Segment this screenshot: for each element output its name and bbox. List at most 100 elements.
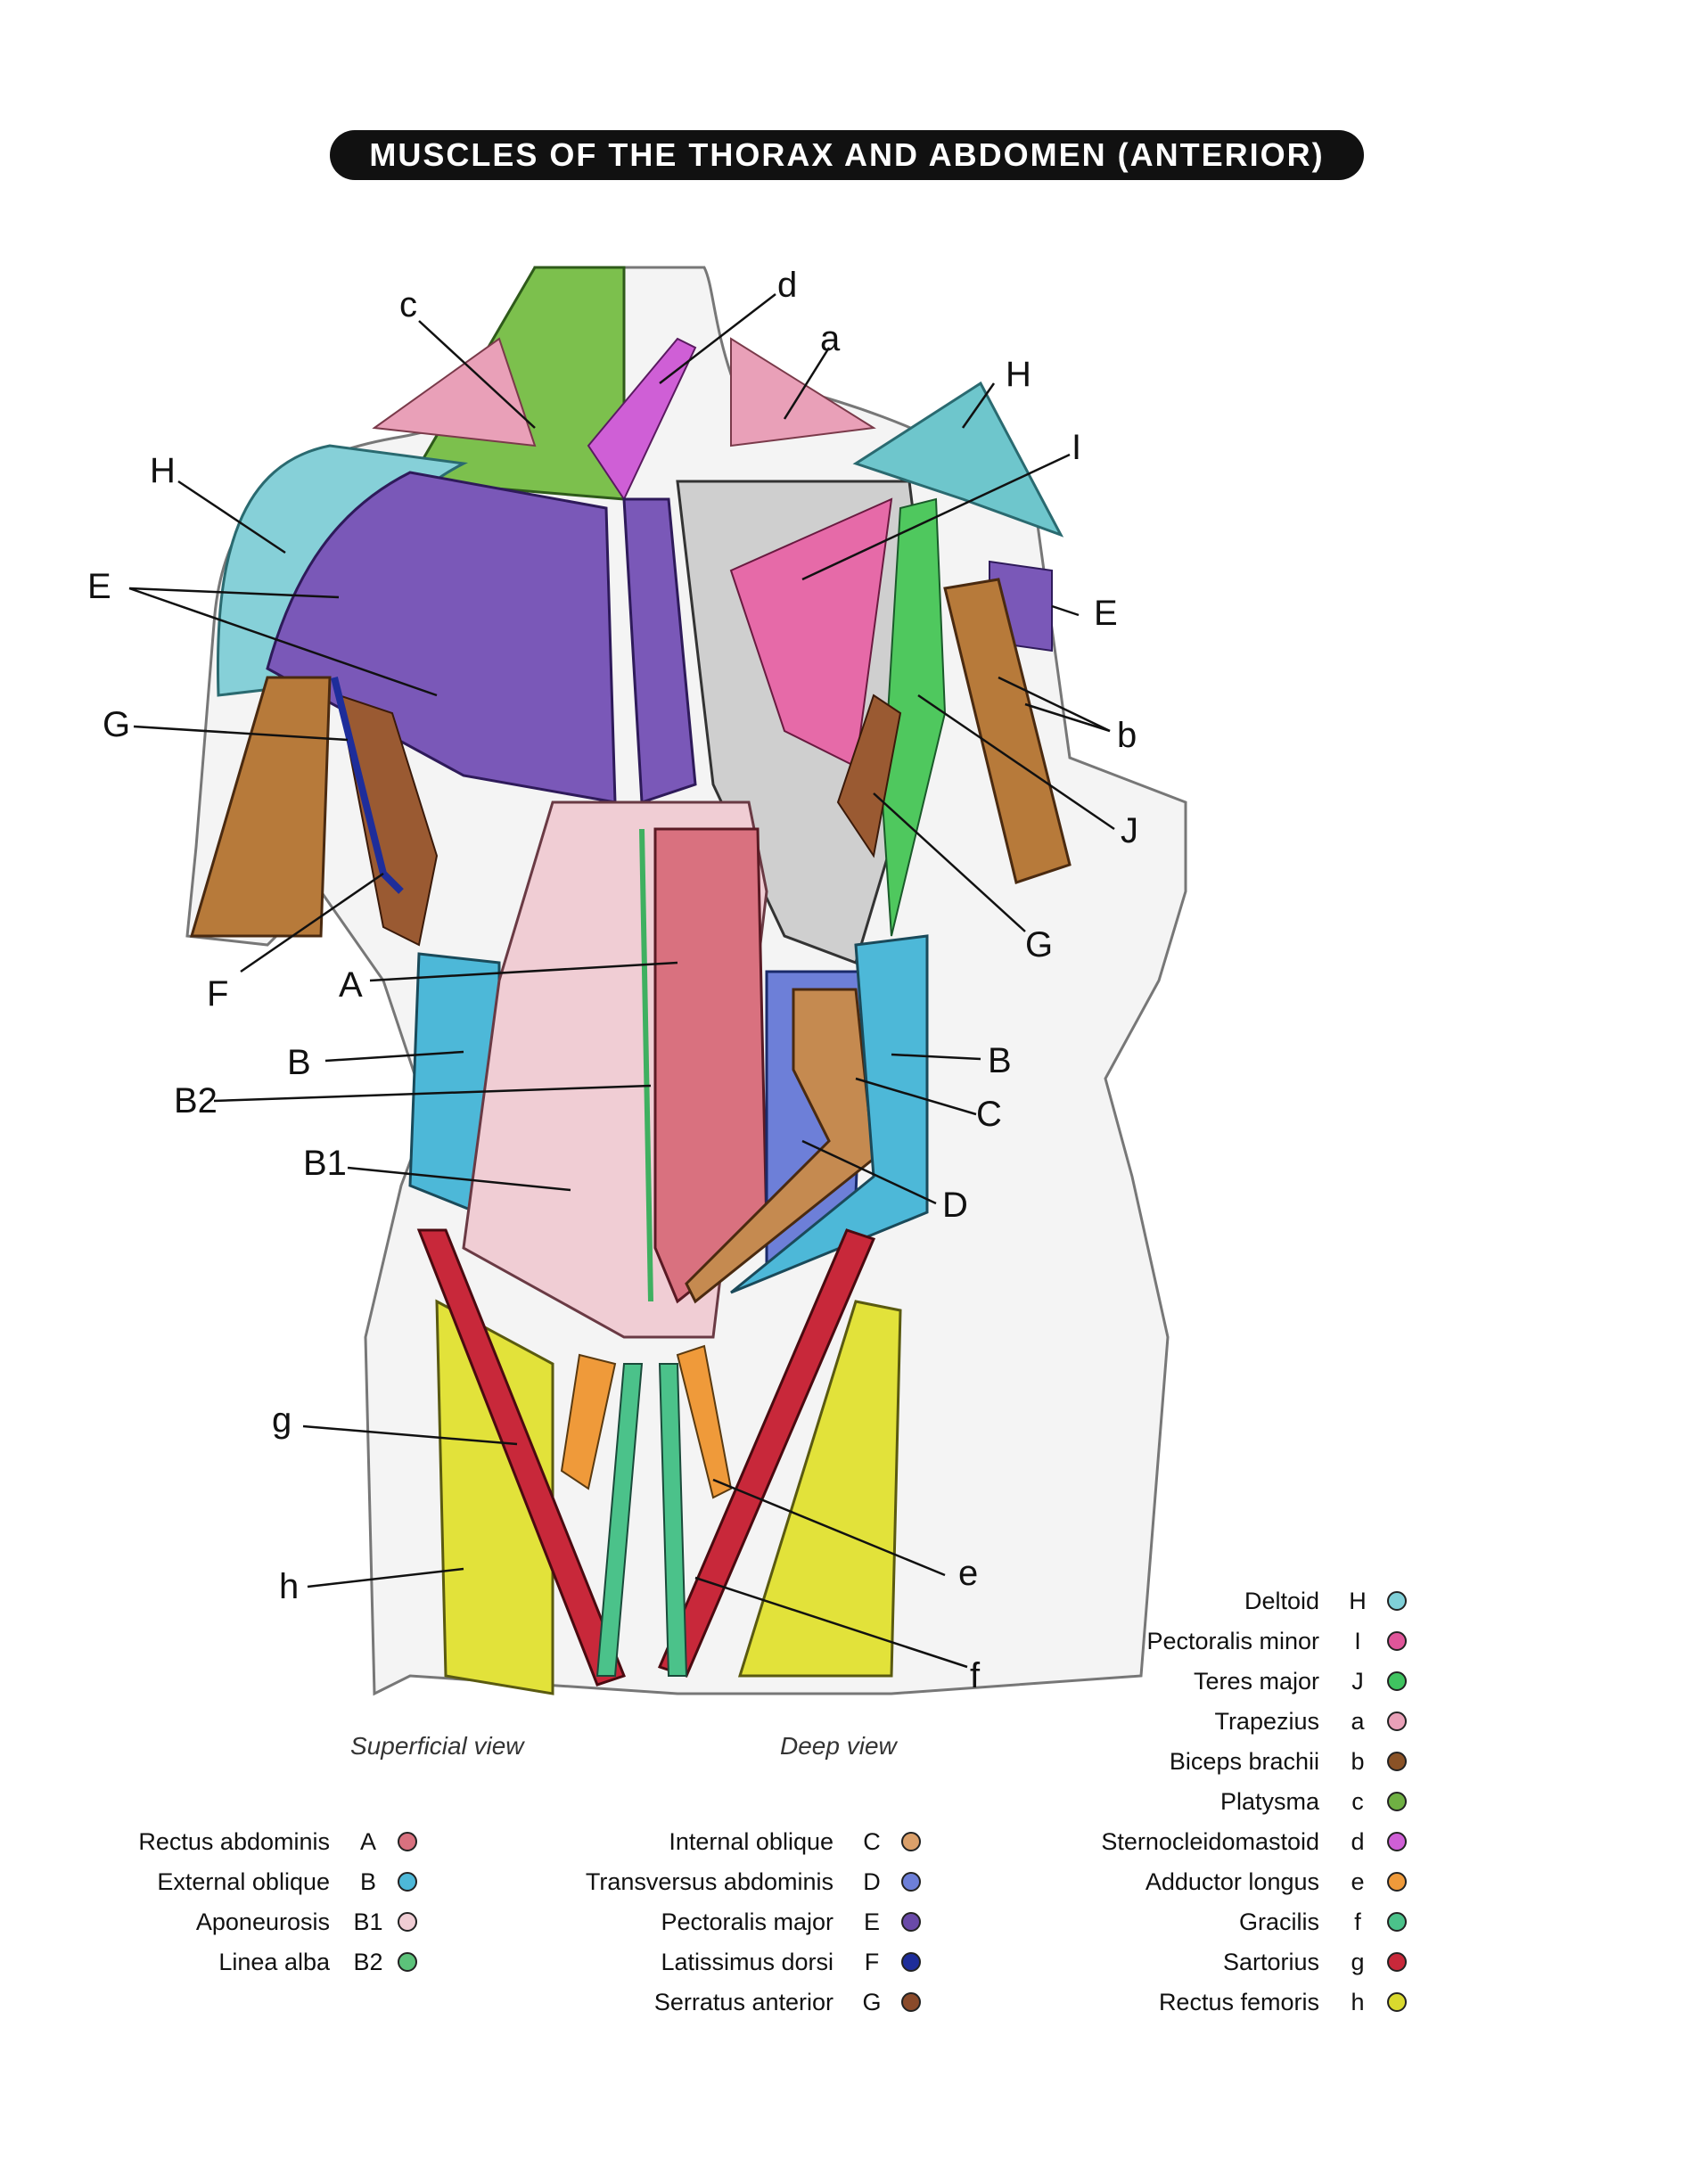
callout-D: D — [942, 1186, 968, 1225]
biceps-left-shape — [189, 676, 332, 938]
legend-color-swatch — [901, 1992, 921, 2012]
legend-muscle-name: Rectus abdominis — [138, 1827, 330, 1855]
legend-letter: J — [1351, 1667, 1364, 1695]
legend-row: Rectus abdominis A — [62, 1826, 417, 1858]
legend-color-swatch — [398, 1872, 417, 1892]
legend-muscle-name: Rectus femoris — [1158, 1988, 1319, 2015]
legend-muscle-name: Sartorius — [1222, 1948, 1319, 1975]
adductor-longus-left-shape — [560, 1353, 617, 1490]
legend-letter: B2 — [353, 1948, 383, 1975]
callout-h: h — [279, 1567, 300, 1606]
legend-color-swatch — [398, 1952, 417, 1972]
callout-d: d — [777, 266, 798, 305]
internal-oblique-shape — [685, 988, 875, 1304]
callout-C: C — [976, 1095, 1002, 1134]
callout-J: J — [1121, 811, 1138, 850]
callout-H-left: H — [150, 451, 176, 490]
legend-color-swatch — [1387, 1872, 1407, 1892]
legend-letter: h — [1351, 1988, 1365, 2015]
legend-row: Linea alba B2 — [62, 1946, 417, 1978]
biceps-right-shape — [943, 578, 1072, 884]
rectus-femoris-right-shape — [737, 1300, 902, 1678]
callout-b: b — [1117, 716, 1137, 755]
legend-row: Adductor longus e — [1025, 1866, 1407, 1898]
callout-F: F — [207, 974, 229, 1014]
pectoralis-major-right-shape — [622, 497, 697, 805]
legend-letter: D — [863, 1867, 881, 1895]
legend-muscle-name: Serratus anterior — [653, 1988, 833, 2015]
legend-muscle-name: Biceps brachii — [1169, 1747, 1319, 1775]
legend-letter: E — [863, 1908, 880, 1935]
serratus-left-shape — [337, 694, 439, 947]
legend-row: Sartorius g — [1025, 1946, 1407, 1978]
callout-B-left: B — [287, 1043, 311, 1082]
trapezius-left-shape — [372, 337, 537, 447]
legend-row: Transversus abdominis D — [513, 1866, 921, 1898]
leader-lines — [128, 293, 1115, 1669]
callout-e: e — [958, 1554, 979, 1593]
legend-color-swatch — [1387, 1832, 1407, 1851]
legend-letter: e — [1351, 1867, 1365, 1895]
callout-A: A — [339, 965, 363, 1005]
legend-color-swatch — [398, 1832, 417, 1851]
legend-color-swatch — [901, 1912, 921, 1932]
callout-E-left: E — [87, 567, 111, 606]
legend-muscle-name: Teres major — [1193, 1667, 1319, 1695]
deep-view-caption: Deep view — [780, 1732, 897, 1760]
legend-muscle-name: Pectoralis minor — [1146, 1627, 1319, 1654]
callout-a: a — [820, 319, 841, 358]
legend-color-swatch — [1387, 1952, 1407, 1972]
callout-B1: B1 — [303, 1144, 347, 1183]
callout-g: g — [272, 1400, 292, 1440]
callout-E-right: E — [1094, 594, 1118, 633]
external-oblique-right-shape — [730, 934, 929, 1294]
legend-letter: H — [1349, 1587, 1367, 1614]
callout-H-right: H — [1006, 355, 1031, 394]
legend-muscle-name: Adductor longus — [1145, 1867, 1319, 1895]
legend-letter: B — [359, 1867, 376, 1895]
legend-letter: g — [1351, 1948, 1365, 1975]
legend-color-swatch — [901, 1832, 921, 1851]
legend-row: Biceps brachii b — [1025, 1745, 1407, 1777]
legend-color-swatch — [1387, 1671, 1407, 1691]
legend-letter: f — [1354, 1908, 1361, 1935]
sartorius-left-shape — [416, 1228, 626, 1687]
legend-muscle-name: Transversus abdominis — [585, 1867, 833, 1895]
legend-muscle-name: Linea alba — [218, 1948, 330, 1975]
legend-letter: b — [1351, 1747, 1365, 1775]
legend-muscle-name: Platysma — [1219, 1787, 1319, 1815]
legend-color-swatch — [1387, 1591, 1407, 1611]
legend-row: Rectus femoris h — [1025, 1986, 1407, 2018]
serratus-right-shape — [836, 694, 902, 858]
legend-muscle-name: Aponeurosis — [195, 1908, 330, 1935]
legend-color-swatch — [1387, 1752, 1407, 1771]
linea-alba-shape — [639, 828, 653, 1302]
legend-muscle-name: Pectoralis major — [661, 1908, 833, 1935]
legend-muscle-name: Trapezius — [1214, 1707, 1319, 1735]
callout-f: f — [970, 1656, 981, 1695]
callout-I: I — [1072, 428, 1082, 467]
superficial-view-caption: Superficial view — [350, 1732, 524, 1760]
legend-muscle-name: External oblique — [157, 1867, 330, 1895]
legend-muscle-name: Gracilis — [1238, 1908, 1319, 1935]
rectus-femoris-left-shape — [435, 1299, 554, 1695]
legend-row: Teres major J — [1025, 1665, 1407, 1697]
legend-letter: d — [1351, 1827, 1365, 1855]
legend-row: Pectoralis major E — [513, 1906, 921, 1938]
legend-row: Sternocleidomastoid d — [1025, 1826, 1407, 1858]
legend-muscle-name: Sternocleidomastoid — [1101, 1827, 1319, 1855]
legend-letter: B1 — [353, 1908, 383, 1935]
legend-muscle-name: Latissimus dorsi — [661, 1948, 833, 1975]
legend-row: Aponeurosis B1 — [62, 1906, 417, 1938]
legend-row: External oblique B — [62, 1866, 417, 1898]
legend-letter: A — [359, 1827, 376, 1855]
legend-row: Gracilis f — [1025, 1906, 1407, 1938]
legend-muscle-name: Internal oblique — [669, 1827, 833, 1855]
